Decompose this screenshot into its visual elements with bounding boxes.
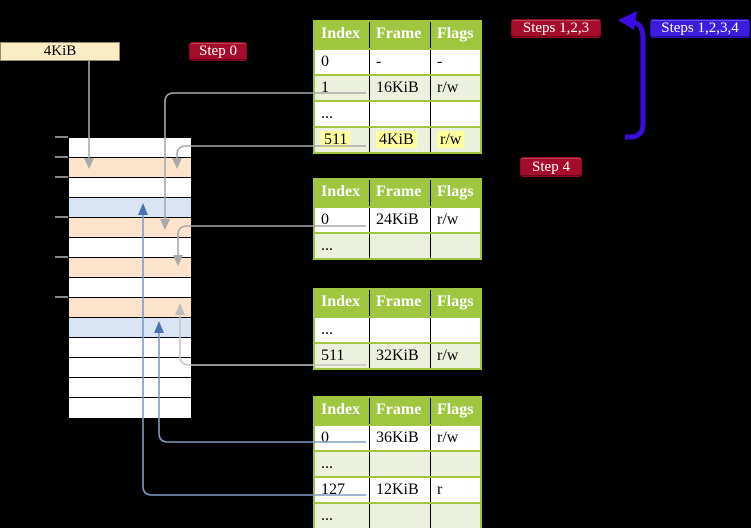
table-cell: ... [321, 507, 333, 524]
table-header-cell: Flags [430, 180, 480, 206]
tick-mark [55, 176, 68, 178]
memory-frame-cell [69, 358, 191, 378]
table-row: ... [315, 502, 480, 528]
big-curved-arrowhead [618, 11, 637, 30]
table-cell: ... [321, 455, 333, 472]
table-cell: 4KiB [369, 128, 430, 152]
table-row: ... [315, 450, 480, 476]
memory-frame-cell [69, 318, 191, 338]
table-header-cell: Flags [430, 398, 480, 424]
memory-frame-cell [69, 238, 191, 258]
table-row: 0 -- [315, 48, 480, 74]
memory-frame-cell [69, 398, 191, 418]
table-header-cell: Index [321, 183, 361, 200]
table-cell: 36KiB [369, 426, 430, 450]
step4-badge: Step 4 [520, 157, 582, 177]
table-cell: 1 [321, 79, 329, 96]
memory-column [68, 137, 192, 419]
table-cell [369, 318, 430, 342]
table-cell: 0 [321, 429, 329, 446]
table-cell: 12KiB [369, 478, 430, 502]
tick-mark [55, 136, 68, 138]
table-cell: 0 [321, 211, 329, 228]
table-cell: r/w [430, 128, 480, 152]
tick-mark [55, 216, 68, 218]
table-cell [430, 504, 480, 528]
table-header-cell: Flags [430, 290, 480, 316]
table-cell: 16KiB [369, 76, 430, 100]
table-cell: - [369, 50, 430, 74]
table-cell: ... [321, 105, 333, 122]
memory-frame-cell [69, 278, 191, 298]
tick-mark [55, 256, 68, 258]
table-cell: 127 [321, 481, 345, 498]
big-curved-arrow-line [625, 19, 646, 140]
table-cell [369, 452, 430, 476]
table-cell [369, 504, 430, 528]
tick-mark [55, 156, 68, 158]
table-row: ... [315, 316, 480, 342]
page-size-label: 4KiB [0, 42, 120, 61]
memory-frame-cell [69, 138, 191, 158]
table-cell: ... [321, 321, 333, 338]
table-cell: 32KiB [369, 344, 430, 368]
table-header-cell: Index [321, 401, 361, 418]
table-cell: 511 [321, 347, 345, 364]
table-header-cell: Frame [369, 290, 430, 316]
memory-frame-cell [69, 198, 191, 218]
table-cell: - [430, 50, 480, 74]
table-cell [430, 102, 480, 126]
memory-frame-cell [69, 298, 191, 318]
table-cell: r/w [430, 344, 480, 368]
table-header-cell: Flags [430, 22, 480, 48]
table-cell [369, 102, 430, 126]
table-cell: 511 [315, 128, 369, 152]
memory-frame-cell [69, 258, 191, 278]
highlighted-value: 511 [321, 131, 351, 148]
table-cell: 0 [321, 53, 329, 70]
table-cell: r/w [430, 76, 480, 100]
table-header-cell: Index [321, 25, 361, 42]
table-row: 511 4KiB r/w [315, 126, 480, 152]
table-cell: 24KiB [369, 208, 430, 232]
table-header-cell: Frame [369, 22, 430, 48]
memory-frame-cell [69, 338, 191, 358]
table-cell [369, 234, 430, 258]
step0-badge: Step 0 [189, 42, 247, 61]
memory-frame-cell [69, 158, 191, 178]
table-cell [430, 452, 480, 476]
table-cell [430, 234, 480, 258]
table-header-cell: Frame [369, 180, 430, 206]
tick-mark [55, 296, 68, 298]
memory-frame-cell [69, 378, 191, 398]
highlighted-value: 4KiB [376, 131, 417, 148]
table-header-cell: Frame [369, 398, 430, 424]
table-cell: r/w [430, 426, 480, 450]
table-row: ... [315, 100, 480, 126]
memory-frame-cell [69, 178, 191, 198]
steps123-badge: Steps 1,2,3 [511, 19, 601, 38]
highlighted-value: r/w [437, 131, 465, 148]
table-cell: r [430, 478, 480, 502]
steps1234-badge: Steps 1,2,3,4 [650, 19, 750, 38]
memory-frame-cell [69, 218, 191, 238]
table-cell [430, 318, 480, 342]
table-header-cell: Index [321, 293, 361, 310]
table-cell: ... [321, 237, 333, 254]
table-cell: r/w [430, 208, 480, 232]
table-row: ... [315, 232, 480, 258]
